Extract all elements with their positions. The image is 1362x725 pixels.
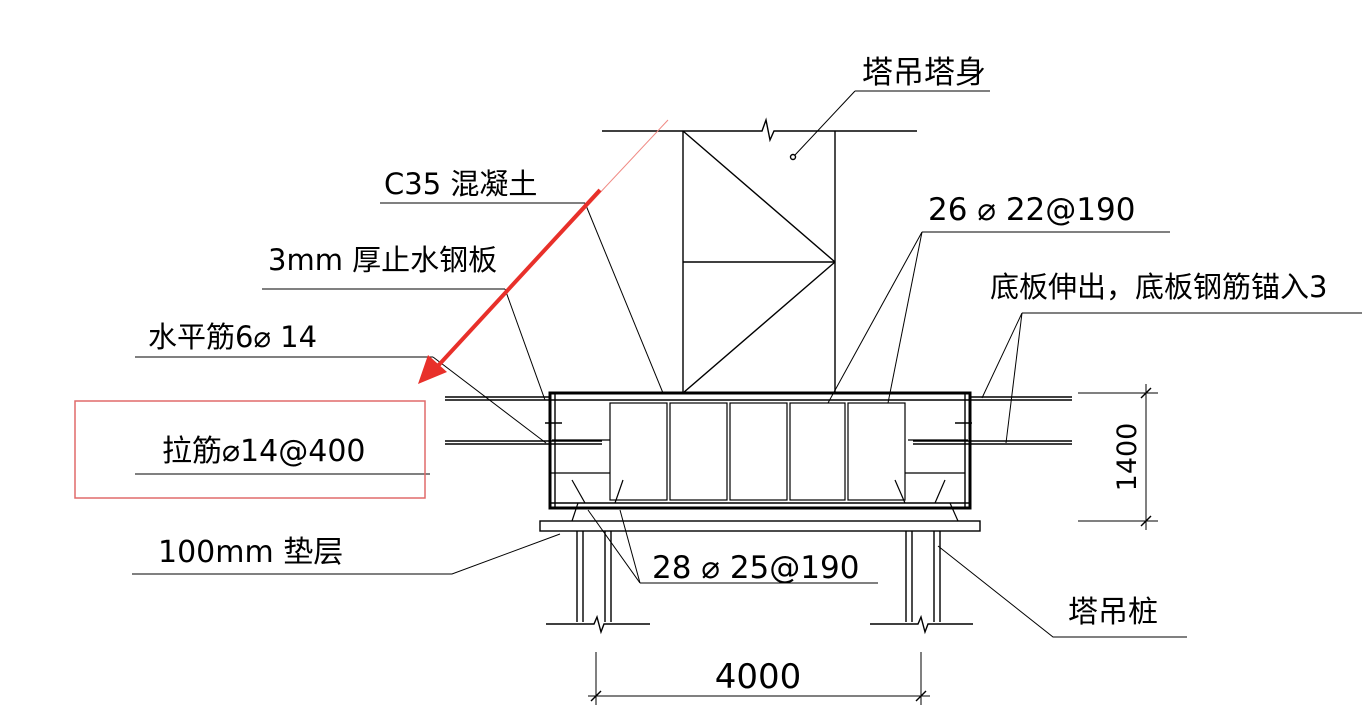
label-top-bar: 26 ⌀ 22@190 (928, 192, 1135, 228)
tower-body (602, 117, 917, 394)
label-horizontal-bar: 水平筋6⌀ 14 (148, 320, 317, 354)
label-concrete: C35 混凝土 (384, 167, 537, 201)
red-arrow (418, 119, 669, 384)
label-cushion: 100mm 垫层 (158, 535, 343, 570)
label-base-extend: 底板伸出，底板钢筋锚入3 (990, 270, 1327, 304)
stirrups (550, 402, 968, 522)
label-pile: 塔吊桩 (1068, 595, 1158, 630)
label-tie-bar: 拉筋⌀14@400 (162, 434, 366, 469)
label-tower-body: 塔吊塔身 (862, 55, 986, 91)
piles (546, 531, 973, 635)
highlight-box (74, 400, 426, 499)
dimension-width-label: 4000 (715, 657, 802, 697)
label-bottom-bar: 28 ⌀ 25@190 (652, 550, 859, 586)
leader-lines (132, 90, 1362, 638)
cushion-layer (539, 520, 981, 532)
dimension-width (588, 652, 930, 705)
dimension-height-label: 1400 (1112, 423, 1143, 492)
dimension-height (1078, 384, 1158, 530)
label-steel-plate: 3mm 厚止水钢板 (268, 243, 497, 277)
foundation-slab (539, 391, 981, 532)
extending-bars (445, 396, 1072, 445)
